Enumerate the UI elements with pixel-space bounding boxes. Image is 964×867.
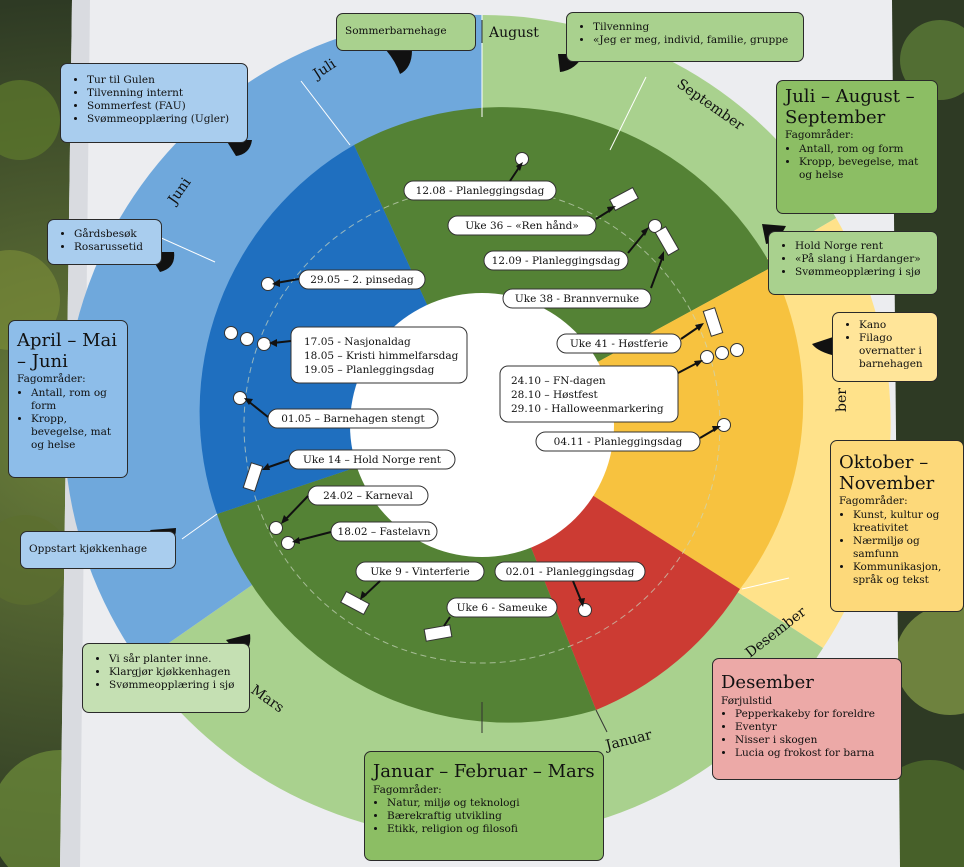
marker-dot: [715, 346, 729, 360]
event-pill: [447, 215, 597, 236]
event-label: 24.10 – FN-dagen: [511, 375, 606, 387]
marker-week: [423, 624, 453, 642]
marker-week: [654, 226, 680, 256]
event-label: 18.05 – Kristi himmelfarsdag: [304, 350, 459, 362]
event-label: Uke 6 - Sameuke: [457, 602, 548, 614]
event-label: 01.05 – Barnehagen stengt: [281, 413, 425, 425]
event-label: 19.05 – Planleggingsdag: [304, 364, 435, 376]
marker-dot: [515, 152, 529, 166]
marker-dot: [257, 337, 271, 351]
event-label: Uke 14 – Hold Norge rent: [303, 454, 442, 466]
event-pill: [499, 365, 679, 423]
event-pill: [403, 180, 557, 201]
box-oktober-november: Oktober – November Fagområder: Kunst, ku…: [830, 440, 964, 612]
event-pill: [355, 561, 485, 582]
event-pill: [502, 288, 652, 309]
event-pill: [483, 250, 629, 271]
box-gardsbesok: Gårdsbesøk Rosarussetid: [47, 219, 162, 265]
event-pill: [446, 597, 558, 618]
marker-week: [609, 186, 639, 212]
event-pill: [290, 326, 468, 384]
marker-dot: [233, 391, 247, 405]
event-label: 02.01 - Planleggingsdag: [506, 566, 635, 578]
event-pill: [556, 333, 682, 354]
event-pill: [288, 449, 456, 470]
month-oktober: ber: [834, 388, 850, 412]
event-label: 24.02 – Karneval: [323, 490, 413, 502]
box-desember: Desember Førjulstid Pepperkakeby for for…: [712, 658, 902, 780]
event-label: Uke 41 - Høstferie: [570, 338, 668, 350]
event-pill: [494, 561, 646, 582]
event-label: 29.05 – 2. pinsedag: [310, 274, 414, 286]
event-label: Uke 38 - Brannvernuke: [515, 293, 639, 305]
event-label: 04.11 - Planleggingsdag: [554, 436, 683, 448]
event-label: 12.09 - Planleggingsdag: [492, 255, 621, 267]
box-tilvenning: Tilvenning «Jeg er meg, individ, familie…: [566, 12, 804, 62]
event-label: 12.08 - Planleggingsdag: [416, 185, 545, 197]
box-juli-august-september: Juli – August – September Fagområder: An…: [776, 80, 938, 214]
marker-dot: [578, 603, 592, 617]
event-label: 29.10 - Halloweenmarkering: [511, 403, 664, 415]
event-label: Uke 9 - Vinterferie: [370, 566, 469, 578]
event-label: Uke 36 – «Ren hånd»: [465, 219, 579, 232]
marker-dot: [269, 521, 283, 535]
event-label: 28.10 – Høstfest: [511, 389, 599, 401]
box-april-mai-juni: April – Mai – Juni Fagområder: Antall, r…: [8, 320, 128, 478]
marker-dot: [281, 536, 295, 550]
box-oppstart-kjokkenhage: Oppstart kjøkkenhage: [20, 531, 176, 569]
box-kano: Kano Filago overnatter i barnehagen: [832, 312, 938, 382]
box-hold-norge-rent: Hold Norge rent «På slang i Hardanger» S…: [768, 231, 938, 295]
event-label: 17.05 - Nasjonaldag: [304, 336, 411, 348]
month-august: August: [488, 25, 539, 41]
marker-week: [242, 462, 264, 492]
event-pill: [535, 431, 701, 452]
box-planter: Vi sår planter inne. Klargjør kjøkkenhag…: [82, 643, 250, 713]
marker-dot: [700, 350, 714, 364]
box-juni-aktiviteter: Tur til Gulen Tilvenning internt Sommerf…: [60, 63, 248, 143]
event-label: 18.02 – Fastelavn: [338, 526, 431, 538]
box-januar-februar-mars: Januar – Februar – Mars Fagområder: Natu…: [364, 751, 604, 861]
event-pill: [267, 408, 439, 429]
marker-week: [702, 307, 724, 337]
marker-dot: [224, 326, 238, 340]
event-pill: [330, 521, 438, 542]
marker-dot: [730, 343, 744, 357]
marker-dot: [717, 418, 731, 432]
marker-dot: [240, 332, 254, 346]
box-sommerbarnehage: Sommerbarnehage: [336, 13, 476, 51]
marker-week: [340, 590, 370, 616]
event-pill: [307, 485, 429, 506]
